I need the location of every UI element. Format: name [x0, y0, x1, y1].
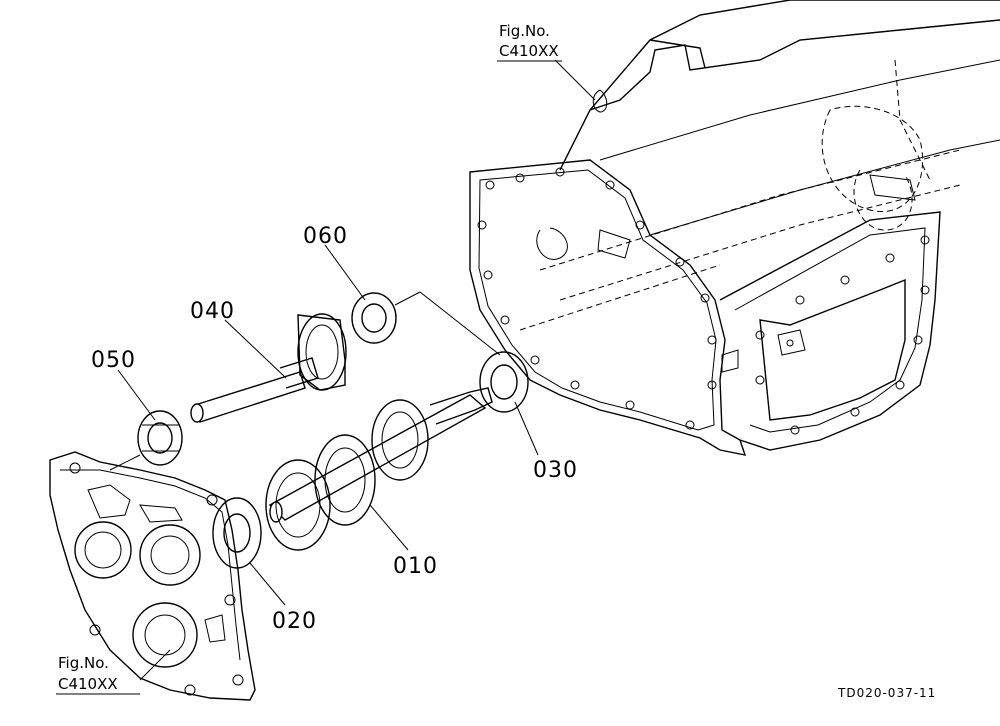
fig-ref-top-line2: C410XX — [499, 42, 559, 60]
leader-040 — [224, 319, 287, 379]
callout-030: 030 — [533, 458, 578, 483]
bearing-060 — [351, 292, 397, 344]
leader-fig-top — [554, 59, 596, 101]
leader-030 — [514, 401, 539, 456]
bearing-050 — [137, 410, 183, 466]
transmission-housing — [469, 0, 1000, 456]
leader-050 — [117, 369, 156, 421]
fig-ref-bottom-line1: Fig.No. — [58, 654, 109, 672]
bearing-020 — [212, 497, 262, 569]
callout-020: 020 — [272, 609, 317, 634]
leader-060 — [324, 244, 366, 301]
leader-lines — [109, 59, 596, 681]
callout-050: 050 — [91, 348, 136, 373]
callout-060: 060 — [303, 224, 348, 249]
leader-020 — [249, 562, 286, 606]
shaft-040 — [190, 313, 347, 423]
leader-010 — [369, 504, 409, 551]
callout-010: 010 — [393, 554, 438, 579]
callout-040: 040 — [190, 299, 235, 324]
shaft-010 — [265, 387, 493, 551]
bearing-030 — [479, 351, 529, 413]
fig-ref-bottom-line2: C410XX — [58, 675, 118, 693]
drawing-reference-number: TD020-037-11 — [837, 686, 936, 700]
leader-fig-bottom — [139, 649, 171, 681]
fig-ref-top-line1: Fig.No. — [499, 22, 550, 40]
